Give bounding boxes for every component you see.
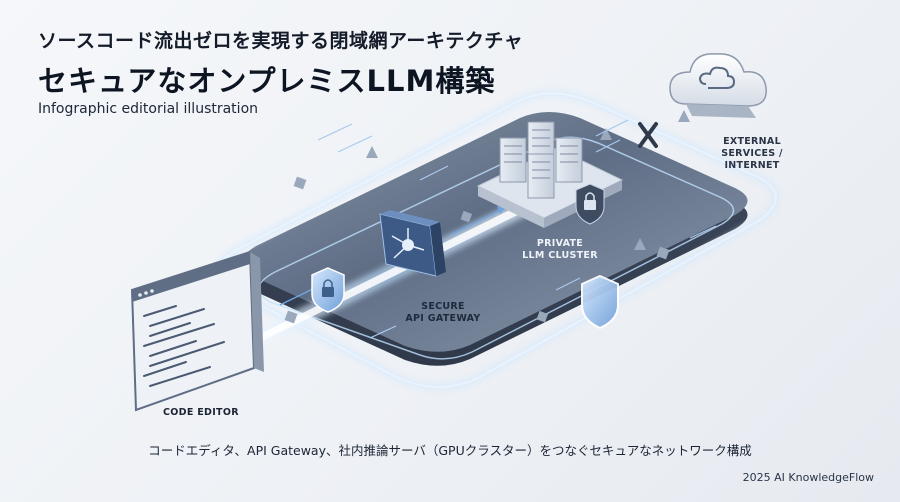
api-gateway-label: SECURE API GATEWAY bbox=[405, 301, 481, 324]
copyright-text: 2025 AI KnowledgeFlow bbox=[742, 471, 874, 484]
decorative-arrows bbox=[317, 119, 717, 339]
shield-icon bbox=[581, 274, 619, 330]
private-llm-cluster-label: PRIVATE LLM CLUSTER bbox=[522, 238, 598, 261]
cloud-icon bbox=[669, 53, 767, 118]
external-services-label: EXTERNAL SERVICES / INTERNET bbox=[721, 136, 783, 171]
code-editor-window-icon bbox=[130, 250, 264, 412]
page-title: セキュアなオンプレミスLLM構築 bbox=[38, 64, 496, 98]
gateway-hub-icon bbox=[379, 210, 446, 277]
secure-network-platform bbox=[214, 89, 780, 391]
shield-lock-icon bbox=[311, 267, 345, 313]
page-caption: Infographic editorial illustration bbox=[38, 101, 259, 117]
server-rack-icon bbox=[499, 121, 583, 199]
shield-lock-icon bbox=[575, 183, 605, 225]
x-mark-icon bbox=[638, 122, 658, 148]
floating-cubes bbox=[284, 110, 690, 324]
diagram-caption: コードエディタ、API Gateway、社内推論サーバ（GPUクラスター）をつな… bbox=[148, 443, 752, 458]
code-editor-label: CODE EDITOR bbox=[163, 407, 239, 418]
private-llm-cluster bbox=[476, 121, 624, 228]
page-subtitle: ソースコード流出ゼロを実現する閉域網アーキテクチャ bbox=[38, 30, 524, 52]
